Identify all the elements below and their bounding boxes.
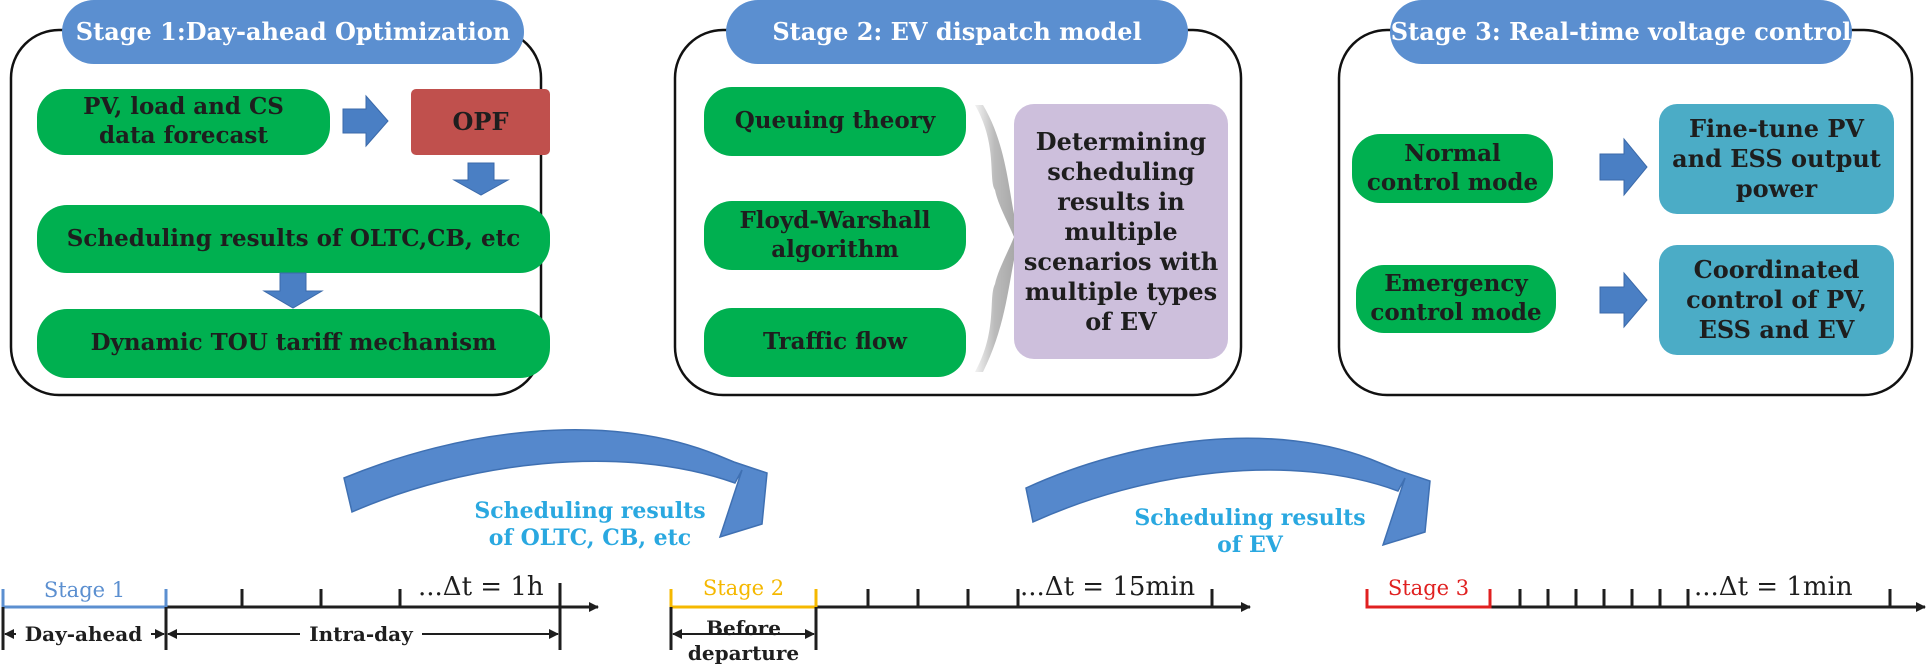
opf-label: OPF (452, 107, 509, 136)
stage2-title: Stage 2: EV dispatch model (772, 17, 1142, 46)
timeline3-ticks (1518, 589, 1892, 607)
emergency-mode-label: Emergency control mode (1370, 270, 1542, 326)
timeline3-stage-label: Stage 3 (1387, 575, 1470, 600)
arrow-forecast-to-opf-icon (342, 94, 389, 148)
traffic-label: Traffic flow (763, 328, 907, 356)
stage2-title-pill (726, 0, 1188, 64)
opf-box (411, 89, 550, 155)
timeline2-ticks (669, 589, 1214, 650)
normal-mode-box (1352, 134, 1553, 203)
scheduling-box (37, 205, 550, 273)
arrow-opf-down-icon (452, 162, 510, 196)
timeline1-stage-label: Stage 1 (43, 577, 126, 602)
normal-mode-label: Normal control mode (1366, 139, 1539, 196)
transfer-label-1: Scheduling results of OLTC, CB, etc (474, 497, 706, 552)
result-box (1014, 104, 1228, 359)
floyd-box (704, 201, 966, 270)
tou-label: Dynamic TOU tariff mechanism (90, 329, 497, 357)
timeline2-stage-label: Stage 2 (702, 575, 785, 600)
finetune-label: Fine-tune PV and ESS output power (1672, 114, 1881, 203)
timeline2-stage-bracket (669, 589, 818, 609)
dt2-label: ...Δt = 15min (1020, 571, 1196, 602)
transfer-arrow-2-icon (1025, 437, 1431, 547)
queuing-label: Queuing theory (734, 107, 936, 135)
emergency-mode-box (1356, 265, 1556, 333)
intra-day-label: Intra-day (300, 621, 422, 647)
scheduling-label: Scheduling results of OLTC,CB, etc (66, 224, 521, 252)
day-ahead-label: Day-ahead (16, 621, 151, 647)
timeline3-stage-bracket (1365, 589, 1492, 609)
arrow-emergency-to-coordinated-icon (1599, 271, 1648, 329)
finetune-box (1659, 104, 1894, 214)
dt3-label: ...Δt = 1min (1694, 571, 1853, 602)
coordinated-label: Coordinated control of PV, ESS and EV (1686, 255, 1867, 344)
forecast-label: PV, load and CS data forecast (83, 93, 284, 149)
stage1-title: Stage 1:Day-ahead Optimization (75, 17, 511, 46)
tou-box (37, 309, 550, 378)
stage3-title: Stage 3: Real-time voltage control (1390, 17, 1852, 46)
before-departure-label: Before departure (687, 616, 800, 665)
transfer-label-2: Scheduling results of EV (1134, 504, 1366, 559)
transfer-arrow-1-icon (343, 429, 768, 539)
traffic-box (704, 308, 966, 377)
arrow-normal-to-finetune-icon (1599, 137, 1648, 197)
timeline1-stage-bracket (1, 589, 168, 609)
dt1-label: ...Δt = 1h (418, 571, 544, 602)
stage1-title-pill (62, 0, 524, 64)
forecast-box (37, 89, 330, 155)
timeline1-ticks (1, 583, 562, 650)
floyd-label: Floyd-Warshall algorithm (739, 206, 931, 263)
converge-arrow-icon (975, 105, 1014, 372)
arrow-scheduling-down-icon (262, 272, 324, 309)
stage3-title-pill (1390, 0, 1852, 64)
queuing-box (704, 87, 966, 156)
coordinated-box (1659, 245, 1894, 355)
result-label: Determining scheduling results in multip… (1023, 126, 1219, 336)
